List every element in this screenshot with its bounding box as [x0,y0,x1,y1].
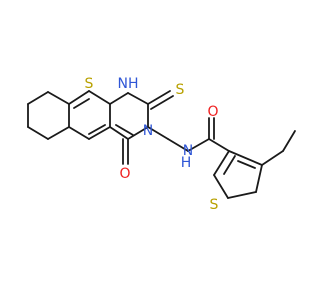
atom-label-o-ring: O [119,166,130,182]
bond-lines [27,90,296,199]
atom-label-h-amide: H [181,155,192,171]
molecule-canvas: S NH S O N N H O S [27,76,296,213]
atom-label-o-amide: O [207,104,218,120]
atom-label-n-amide: N [183,143,193,159]
atom-label-s-thiophene: S [210,197,219,213]
atom-labels: S NH S O N N H O S [85,76,219,213]
atom-label-n-ring: N [143,123,153,139]
atom-label-s-thioxo: S [176,82,185,98]
atom-label-s-left: S [85,76,94,92]
molecule-diagram: S NH S O N N H O S [27,76,296,213]
atom-label-nh: NH [118,76,139,92]
